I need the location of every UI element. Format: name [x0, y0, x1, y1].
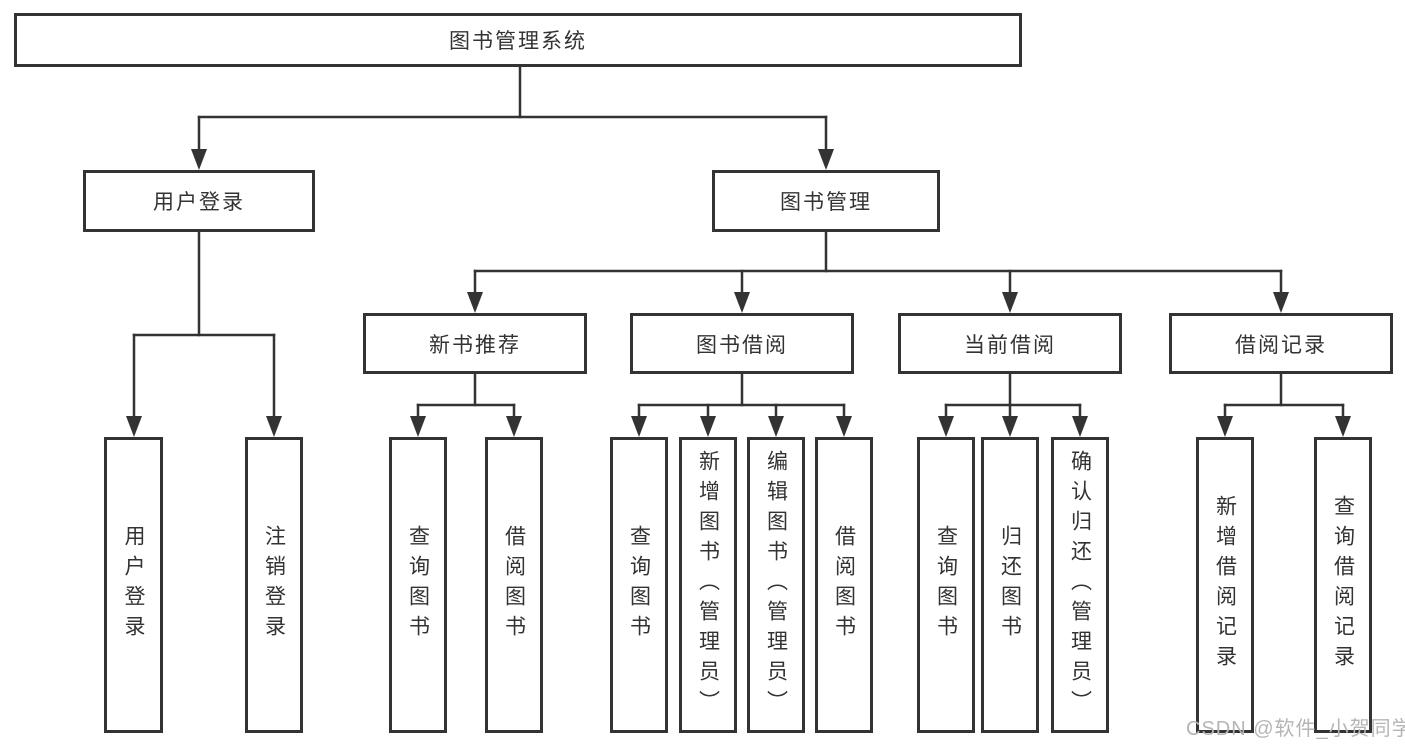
- leaf-rec-query-books: 查询图书: [389, 437, 447, 733]
- node-user-login: 用户登录: [83, 170, 315, 232]
- leaf-user-login-label: 用户登录: [122, 525, 145, 645]
- leaf-current-confirm-return-admin-label: 确认归还（管理员）: [1068, 450, 1092, 720]
- leaf-current-return-books: 归还图书: [981, 437, 1039, 733]
- node-book-management: 图书管理: [712, 170, 940, 232]
- leaf-borrow-edit-books-admin-label: 编辑图书（管理员）: [764, 450, 788, 720]
- csdn-watermark: CSDN @软件_小贺同学: [1186, 718, 1405, 740]
- leaf-borrow-query-books-label: 查询图书: [627, 525, 651, 645]
- leaf-records-add-record-label: 新增借阅记录: [1213, 495, 1237, 675]
- connector-borrow-children: [631, 372, 852, 437]
- connector-current-children: [938, 372, 1088, 437]
- leaf-rec-borrow-books-label: 借阅图书: [502, 525, 526, 645]
- leaf-rec-query-books-label: 查询图书: [406, 525, 430, 645]
- leaf-current-query-books-label: 查询图书: [934, 525, 958, 645]
- leaf-borrow-borrow-books-label: 借阅图书: [832, 525, 856, 645]
- leaf-borrow-add-books-admin-label: 新增图书（管理员）: [696, 450, 720, 720]
- leaf-logout: 注销登录: [245, 437, 303, 733]
- leaf-borrow-query-books: 查询图书: [610, 437, 668, 733]
- leaf-current-confirm-return-admin: 确认归还（管理员）: [1051, 437, 1109, 733]
- connector-book-mgmt-children: [467, 230, 1289, 313]
- leaf-current-return-books-label: 归还图书: [998, 525, 1022, 645]
- leaf-borrow-add-books-admin: 新增图书（管理员）: [679, 437, 737, 733]
- node-new-book-recommend: 新书推荐: [363, 313, 587, 374]
- leaf-borrow-borrow-books: 借阅图书: [815, 437, 873, 733]
- leaf-records-query-record-label: 查询借阅记录: [1331, 495, 1355, 675]
- node-book-borrow: 图书借阅: [630, 313, 854, 374]
- connector-records-children: [1217, 372, 1351, 437]
- leaf-rec-borrow-books: 借阅图书: [485, 437, 543, 733]
- connector-new-rec-children: [410, 372, 522, 437]
- leaf-current-query-books: 查询图书: [917, 437, 975, 733]
- leaf-user-login: 用户登录: [104, 437, 163, 733]
- connector-root-to-level2: [191, 65, 834, 170]
- node-borrow-records: 借阅记录: [1169, 313, 1393, 374]
- node-root-system: 图书管理系统: [14, 13, 1022, 67]
- leaf-records-add-record: 新增借阅记录: [1196, 437, 1254, 733]
- leaf-logout-label: 注销登录: [262, 525, 286, 645]
- leaf-borrow-edit-books-admin: 编辑图书（管理员）: [747, 437, 805, 733]
- leaf-records-query-record: 查询借阅记录: [1314, 437, 1372, 733]
- connector-user-login-children: [126, 230, 282, 437]
- node-current-borrow: 当前借阅: [898, 313, 1122, 374]
